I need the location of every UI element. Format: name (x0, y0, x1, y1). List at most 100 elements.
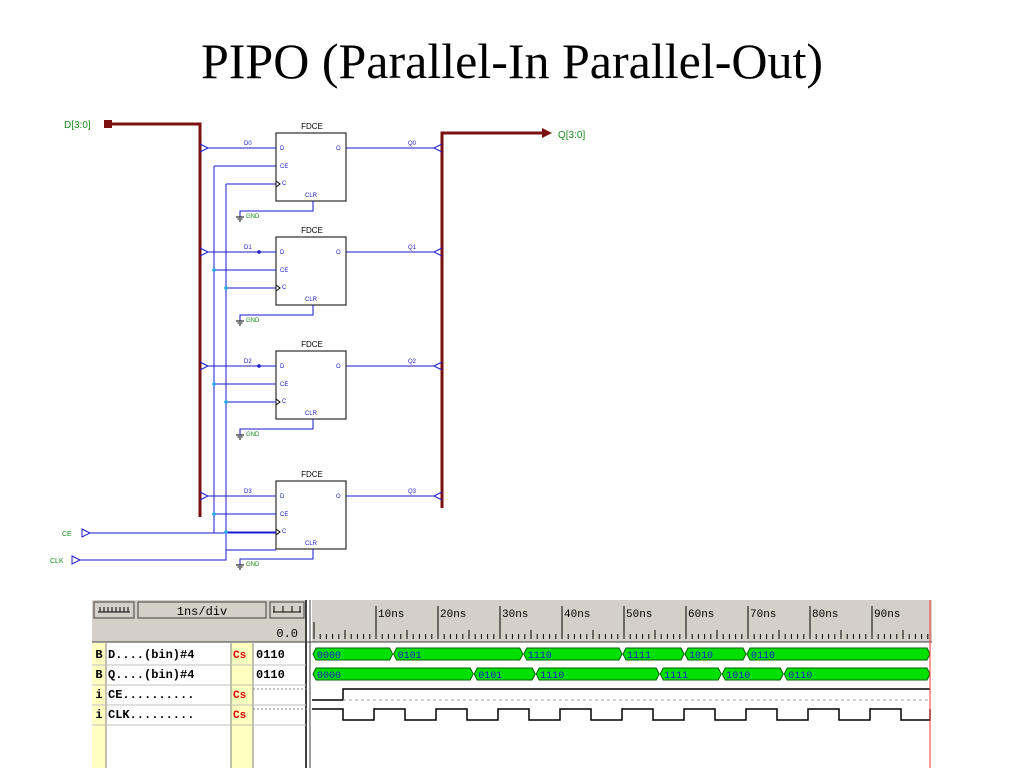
input-bus-port-icon (104, 120, 112, 128)
signal-flag: Cs (233, 710, 246, 722)
pin-c-label: C (282, 529, 287, 535)
zoom-out-button[interactable] (269, 601, 305, 619)
signal-name[interactable]: CLK......... (108, 708, 194, 722)
pin-d-label: D (280, 494, 285, 500)
bus-segment (312, 647, 394, 661)
clr-wire (239, 305, 314, 321)
bus-segment-value: 1111 (627, 651, 651, 662)
q-net-label: Q2 (408, 359, 417, 365)
output-bus (440, 131, 542, 508)
input-bus (112, 122, 202, 517)
signal-value: 0110 (256, 668, 285, 682)
flipflop-body (275, 236, 347, 306)
bus-segment (746, 647, 931, 661)
ground-icon (236, 434, 244, 440)
flipflop-type: FDCE (301, 470, 323, 479)
ce-port-label: CE (62, 531, 72, 538)
signal-type: B (95, 668, 102, 682)
ruler-coarse-icon (273, 606, 301, 613)
time-mark: 40ns (564, 609, 590, 621)
bus-segment-value: 0110 (788, 671, 812, 682)
signal-flag: Cs (233, 690, 246, 702)
timeline-ruler (312, 600, 932, 642)
pin-q-label: O (336, 494, 341, 500)
bus-segment (721, 667, 784, 681)
flipflop-layer: FDCED0DCECCLROQ0GNDFDCED1DCECCLROQ1GNDFD… (199, 122, 443, 570)
bus-segment-value: 0110 (751, 651, 775, 662)
time-mark: 20ns (440, 609, 466, 621)
clk-port-icon (71, 555, 82, 565)
clr-wire (239, 201, 314, 217)
ce-junction (212, 512, 216, 516)
time-mark: 70ns (750, 609, 776, 621)
bus-segment (393, 647, 524, 661)
ground-icon (236, 216, 244, 222)
scale-display (137, 601, 267, 619)
time-mark: 50ns (626, 609, 652, 621)
bus-tap-icon (432, 361, 443, 371)
signal-name[interactable]: CE.......... (108, 688, 194, 702)
bus-segment (523, 647, 623, 661)
pin-ce-label: CE (280, 268, 288, 274)
bus-segment (684, 647, 747, 661)
zoom-in-button[interactable] (93, 601, 135, 619)
ruler-icon (98, 607, 130, 613)
bus-segment-value: 1010 (726, 671, 750, 682)
junction-dot (257, 364, 261, 368)
ce-junction (212, 268, 216, 272)
q-net-label: Q3 (408, 489, 417, 495)
output-bus-port-icon (542, 128, 552, 138)
pin-clr-label: CLR (305, 193, 318, 199)
bus-tap-icon (432, 247, 443, 257)
time-mark: 10ns (378, 609, 404, 621)
gnd-label: GND (246, 214, 260, 220)
bus-segment (783, 667, 931, 681)
bus-segment-value: 0101 (478, 671, 502, 682)
ground-icon (236, 320, 244, 326)
pin-d-label: D (280, 146, 285, 152)
bus-segment-value: 0000 (317, 671, 341, 682)
pin-clr-label: CLR (305, 297, 318, 303)
junction-dot (257, 250, 261, 254)
ce-junction (212, 382, 216, 386)
clk-port-label: CLK (50, 558, 64, 565)
schematic-wires (71, 120, 552, 565)
clock-pin-icon (275, 180, 281, 188)
bus-segment-value: 0101 (398, 651, 422, 662)
clr-wire (239, 419, 314, 435)
input-bus-label: D[3:0] (64, 120, 91, 131)
signal-name[interactable]: D....(bin)#4 (108, 648, 194, 662)
slide-title: PIPO (Parallel-In Parallel-Out) (200, 33, 824, 89)
gnd-label: GND (246, 318, 260, 324)
flipflop-type: FDCE (301, 340, 323, 349)
signal-name[interactable]: Q....(bin)#4 (108, 668, 194, 682)
c-junction (224, 286, 228, 290)
bus-tap-icon (199, 143, 210, 153)
bus-segment-value: 0000 (317, 651, 341, 662)
bus-segment-value: 1010 (689, 651, 713, 662)
q-net-label: Q1 (408, 245, 417, 251)
bus-segment (622, 647, 685, 661)
pin-c-label: C (282, 399, 287, 405)
bus-segment (535, 667, 660, 681)
ce-trace (312, 688, 930, 701)
signal-value: 0110 (256, 648, 285, 662)
clock-pin-icon (275, 528, 281, 536)
time-mark: 30ns (502, 609, 528, 621)
c-junction (224, 530, 228, 534)
signal-flag: Cs (233, 650, 246, 662)
pin-ce-label: CE (280, 382, 288, 388)
output-bus-label: Q[3:0] (558, 130, 585, 141)
clock-pin-icon (275, 284, 281, 292)
d-net-label: D0 (244, 141, 252, 147)
bus-segment-value: 1111 (664, 671, 688, 682)
